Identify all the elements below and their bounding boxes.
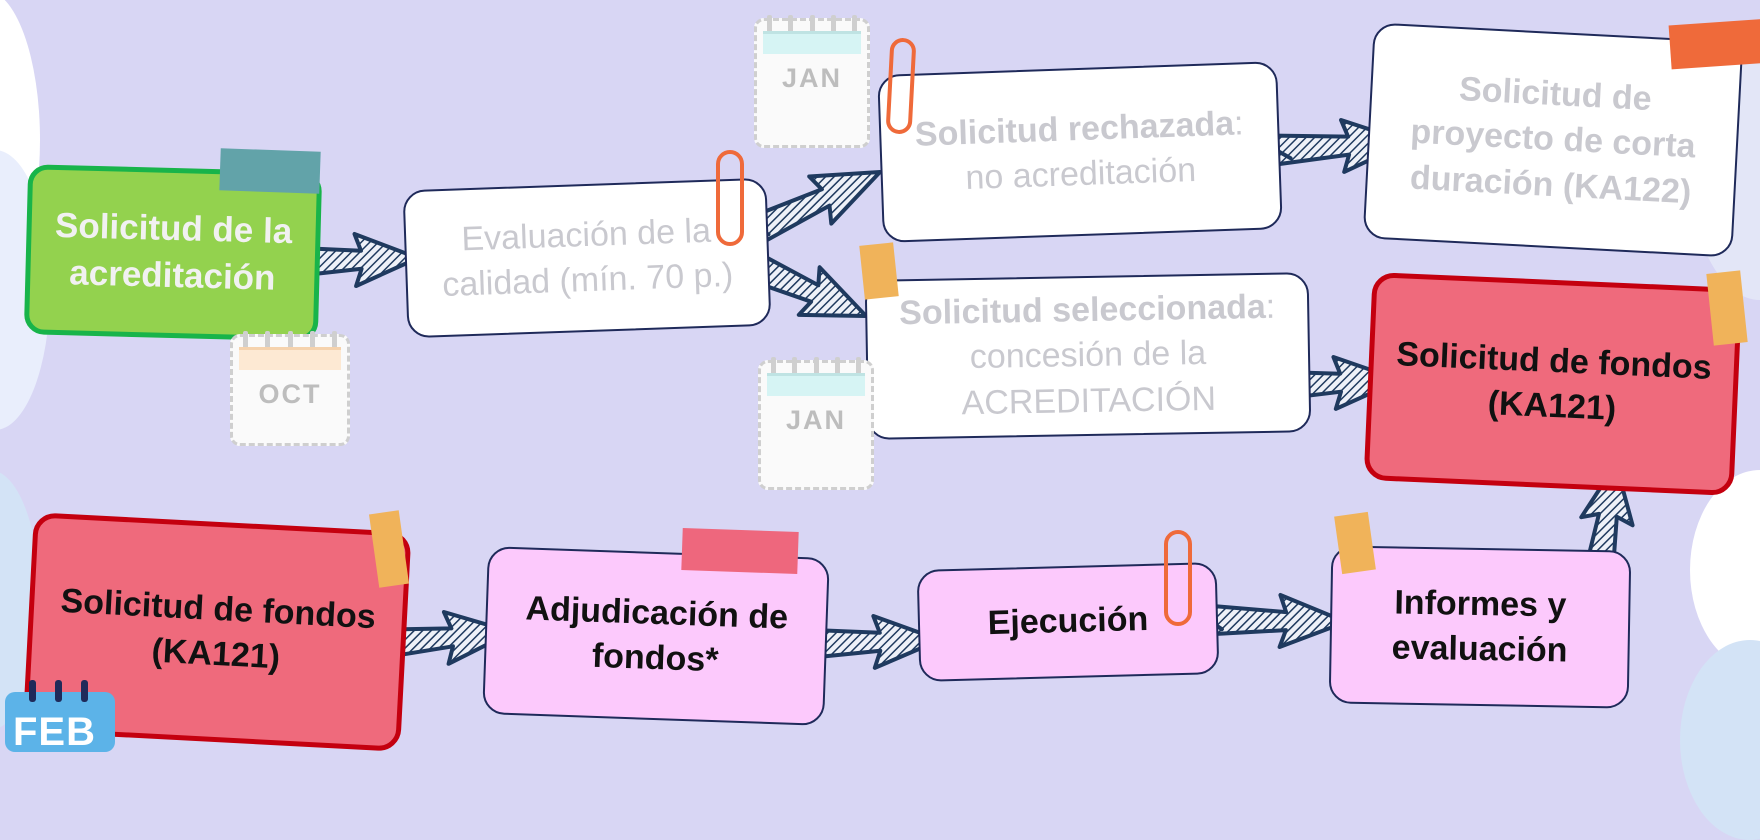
calendar-month: OCT [258, 379, 322, 409]
ring [29, 680, 36, 702]
node-corta-duracion-label: Solicitud de proyecto de corta duración … [1409, 70, 1697, 211]
calendar-icon-oct: OCT [230, 331, 350, 446]
calendar-icon-jan: JAN [754, 15, 870, 148]
paperclip-icon [716, 150, 744, 246]
node-evaluacion-label: Evaluación de la calidad (mín. 70 p.) [441, 211, 734, 305]
node-rechazada-bold: Solicitud rechazada [914, 104, 1235, 154]
arrow-ejecucion-informes [1205, 593, 1348, 649]
tape-orange [1668, 18, 1760, 70]
calendar-month: JAN [781, 63, 842, 93]
node-acreditacion-label: Solicitud de la acreditación [54, 206, 293, 298]
calendar-logo-icon: FEB [5, 680, 115, 754]
node-seleccionada-bold: Solicitud seleccionada [898, 288, 1267, 333]
node-seleccionada: Solicitud seleccionada: concesión de la … [864, 272, 1312, 440]
node-rechazada: Solicitud rechazada: no acreditación [877, 61, 1283, 243]
node-informes: Informes y evaluación [1328, 545, 1632, 709]
tape-yellow [859, 242, 899, 300]
calendar-icon-jan: JAN [758, 357, 874, 490]
calendar-month: JAN [785, 405, 846, 435]
paperclip-icon [1164, 530, 1192, 626]
tape-pink [681, 527, 799, 575]
node-rechazada-text: Solicitud rechazada: no acreditación [897, 100, 1264, 203]
node-fondos-bottom-label: Solicitud de fondos (KA121) [59, 581, 377, 677]
node-fondos-top-label: Solicitud de fondos (KA121) [1395, 334, 1713, 428]
node-adjudicacion-label: Adjudicación de fondos* [524, 589, 789, 680]
node-informes-label: Informes y evaluación [1391, 583, 1568, 670]
tape-teal [219, 148, 321, 194]
ring [55, 680, 62, 702]
paperclip-icon [885, 37, 917, 135]
ring [81, 680, 88, 702]
logo-text: FEB [13, 710, 96, 754]
node-seleccionada-text: Solicitud seleccionada: concesión de la … [883, 285, 1293, 428]
node-fondos-top: Solicitud de fondos (KA121) [1363, 272, 1743, 496]
node-ejecucion-label: Ejecución [987, 600, 1149, 643]
